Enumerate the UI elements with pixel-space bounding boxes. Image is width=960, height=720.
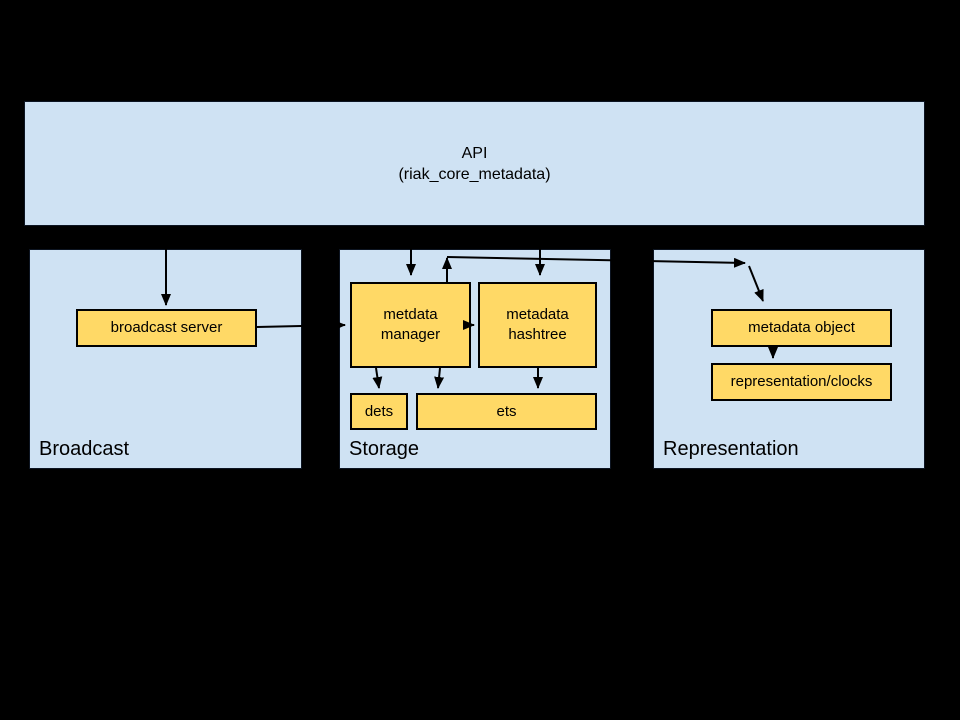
node-metadata-hashtree-label: metadata hashtree	[506, 306, 569, 343]
node-broadcast-server: broadcast server	[76, 309, 257, 347]
api-box-text: API (riak_core_metadata)	[398, 143, 550, 185]
node-metadata-manager-label: metdata manager	[380, 306, 441, 343]
node-representation-clocks: representation/clocks	[711, 363, 892, 401]
storage-panel-label: Storage	[349, 438, 420, 460]
node-metadata-object-label: metadata object	[748, 319, 855, 336]
api-title: API	[461, 144, 488, 162]
node-ets: ets	[416, 393, 597, 430]
node-ets-label: ets	[496, 402, 517, 420]
broadcast-panel: Broadcast	[29, 249, 302, 469]
node-metadata-object: metadata object	[711, 309, 892, 347]
representation-panel-label: Representation	[663, 438, 799, 460]
broadcast-panel-label: Broadcast	[39, 438, 130, 460]
node-broadcast-server-label: broadcast server	[110, 319, 223, 336]
representation-panel: Representation	[653, 249, 925, 469]
api-subtitle: (riak_core_metadata)	[398, 165, 551, 183]
node-dets: dets	[350, 393, 408, 430]
node-dets-label: dets	[364, 402, 394, 420]
node-metadata-hashtree: metadata hashtree	[478, 282, 597, 368]
node-metadata-manager: metdata manager	[350, 282, 471, 368]
api-box: API (riak_core_metadata)	[24, 101, 925, 226]
node-representation-clocks-label: representation/clocks	[730, 373, 873, 390]
